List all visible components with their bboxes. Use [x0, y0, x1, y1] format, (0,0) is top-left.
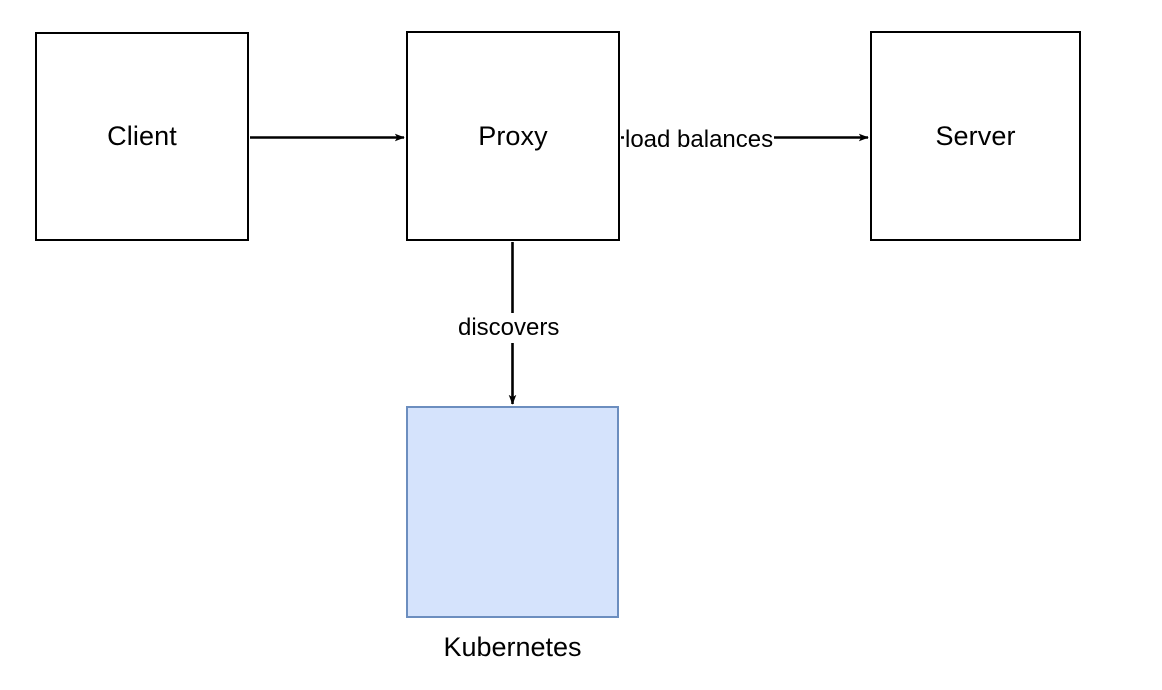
node-client[interactable]: Client: [35, 32, 249, 241]
node-kubernetes[interactable]: [406, 406, 619, 618]
node-proxy-label: Proxy: [478, 120, 548, 151]
edge-label-discovers: discovers: [452, 313, 566, 343]
node-client-label: Client: [107, 121, 177, 151]
node-kubernetes-label: Kubernetes: [443, 632, 582, 662]
node-server[interactable]: Server: [870, 31, 1081, 241]
edge-label-load-balances: load balances: [624, 126, 775, 154]
node-proxy[interactable]: Proxy: [406, 31, 620, 241]
node-server-label: Server: [935, 120, 1016, 151]
